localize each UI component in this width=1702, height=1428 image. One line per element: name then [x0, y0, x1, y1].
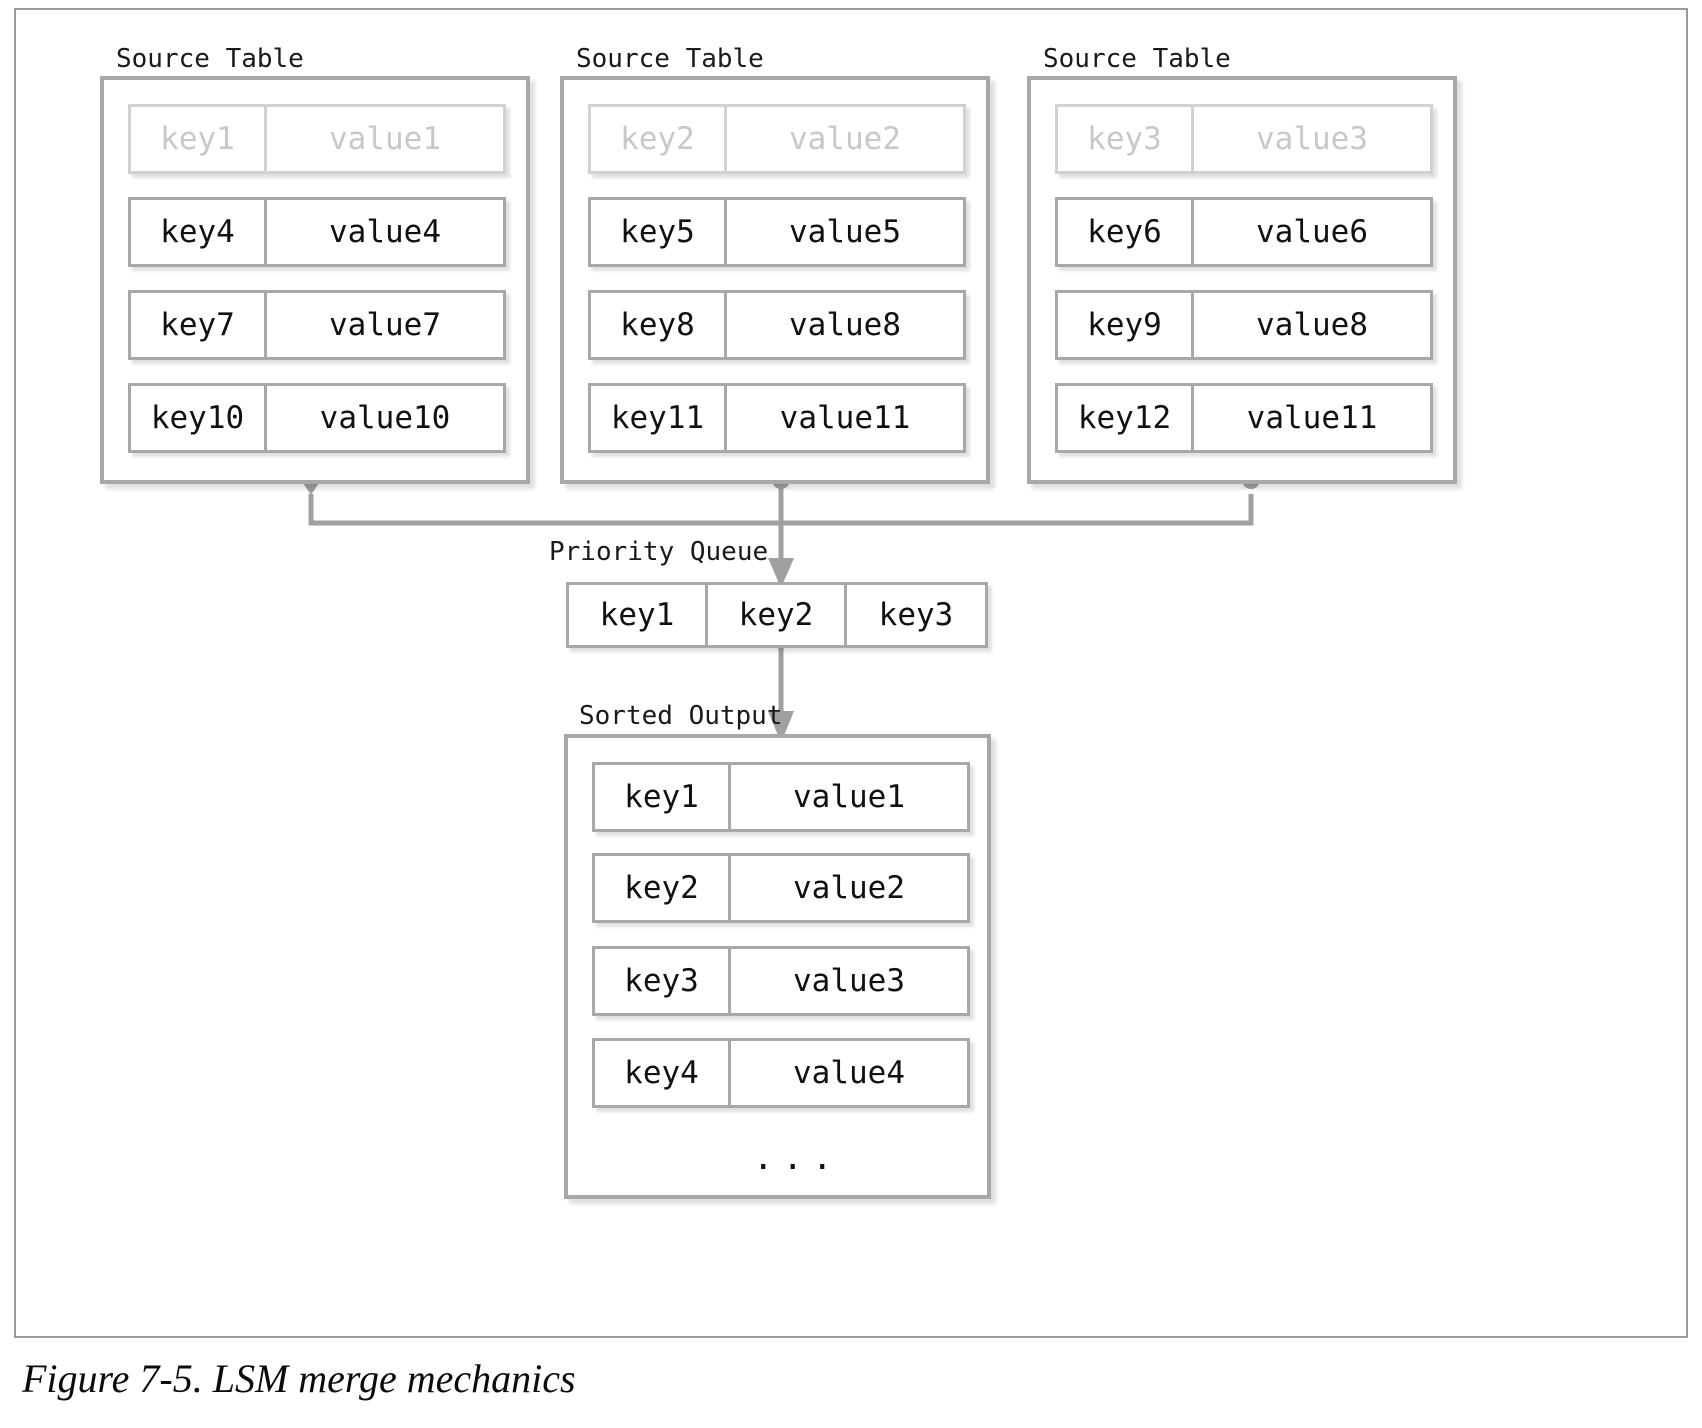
row-key: key4	[131, 200, 267, 264]
row-value: value3	[1256, 121, 1368, 157]
row-value: value11	[779, 400, 911, 436]
row-value: value11	[1246, 400, 1378, 436]
row-key: key7	[131, 293, 267, 357]
row-key: key9	[1058, 293, 1194, 357]
row-key: key6	[1058, 200, 1194, 264]
priority-queue-entry: key1	[569, 585, 708, 645]
priority-queue-label: Priority Queue	[549, 537, 769, 567]
source-table-2-label: Source Table	[576, 44, 764, 74]
table-row: key11 value11	[588, 383, 966, 453]
row-key: key8	[591, 293, 727, 357]
figure-caption: Figure 7-5. LSM merge mechanics	[22, 1356, 576, 1401]
table-row: key7 value7	[128, 290, 506, 360]
table-row: key3 value3	[1055, 104, 1433, 174]
row-value: value4	[329, 214, 441, 250]
row-value: value6	[1256, 214, 1368, 250]
row-value: value3	[793, 963, 905, 999]
sorted-output-table: key1 value1 key2 value2 key3 value3 key4…	[564, 734, 991, 1199]
row-key: key3	[595, 949, 731, 1013]
sorted-output-label: Sorted Output	[579, 701, 783, 731]
priority-queue-entry: key3	[878, 597, 954, 633]
figure-frame: Source Table key1 value1 key4 value4 key…	[14, 8, 1688, 1338]
priority-queue: key1 key2 key3	[566, 582, 988, 648]
sorted-output-continuation: ...	[753, 1138, 842, 1178]
row-key: key1	[595, 765, 731, 829]
diagram-canvas: Source Table key1 value1 key4 value4 key…	[16, 10, 1690, 1340]
row-key: key11	[591, 386, 727, 450]
table-row: key2 value2	[588, 104, 966, 174]
table-row: key10 value10	[128, 383, 506, 453]
priority-queue-entry: key2	[708, 585, 847, 645]
table-row: key2 value2	[592, 853, 970, 923]
row-key: key5	[591, 200, 727, 264]
row-value: value8	[1256, 307, 1368, 343]
table-row: key6 value6	[1055, 197, 1433, 267]
source-table-2: key2 value2 key5 value5 key8 value8 key1…	[560, 76, 990, 484]
row-value: value4	[793, 1055, 905, 1091]
table-row: key1 value1	[128, 104, 506, 174]
row-key: key2	[595, 856, 731, 920]
source-table-1-label: Source Table	[116, 44, 304, 74]
row-value: value2	[793, 870, 905, 906]
table-row: key1 value1	[592, 762, 970, 832]
source-table-3: key3 value3 key6 value6 key9 value8 key1…	[1027, 76, 1457, 484]
row-key: key12	[1058, 386, 1194, 450]
row-value: value1	[329, 121, 441, 157]
row-key: key3	[1058, 107, 1194, 171]
table-row: key4 value4	[592, 1038, 970, 1108]
table-row: key9 value8	[1055, 290, 1433, 360]
row-value: value2	[789, 121, 901, 157]
table-row: key4 value4	[128, 197, 506, 267]
row-key: key10	[131, 386, 267, 450]
source-table-3-label: Source Table	[1043, 44, 1231, 74]
row-value: value10	[319, 400, 451, 436]
table-row: key8 value8	[588, 290, 966, 360]
row-key: key2	[591, 107, 727, 171]
row-key: key1	[131, 107, 267, 171]
table-row: key12 value11	[1055, 383, 1433, 453]
source-table-1: key1 value1 key4 value4 key7 value7 key1…	[100, 76, 530, 484]
row-value: value7	[329, 307, 441, 343]
row-key: key4	[595, 1041, 731, 1105]
table-row: key5 value5	[588, 197, 966, 267]
row-value: value5	[789, 214, 901, 250]
row-value: value1	[793, 779, 905, 815]
row-value: value8	[789, 307, 901, 343]
table-row: key3 value3	[592, 946, 970, 1016]
